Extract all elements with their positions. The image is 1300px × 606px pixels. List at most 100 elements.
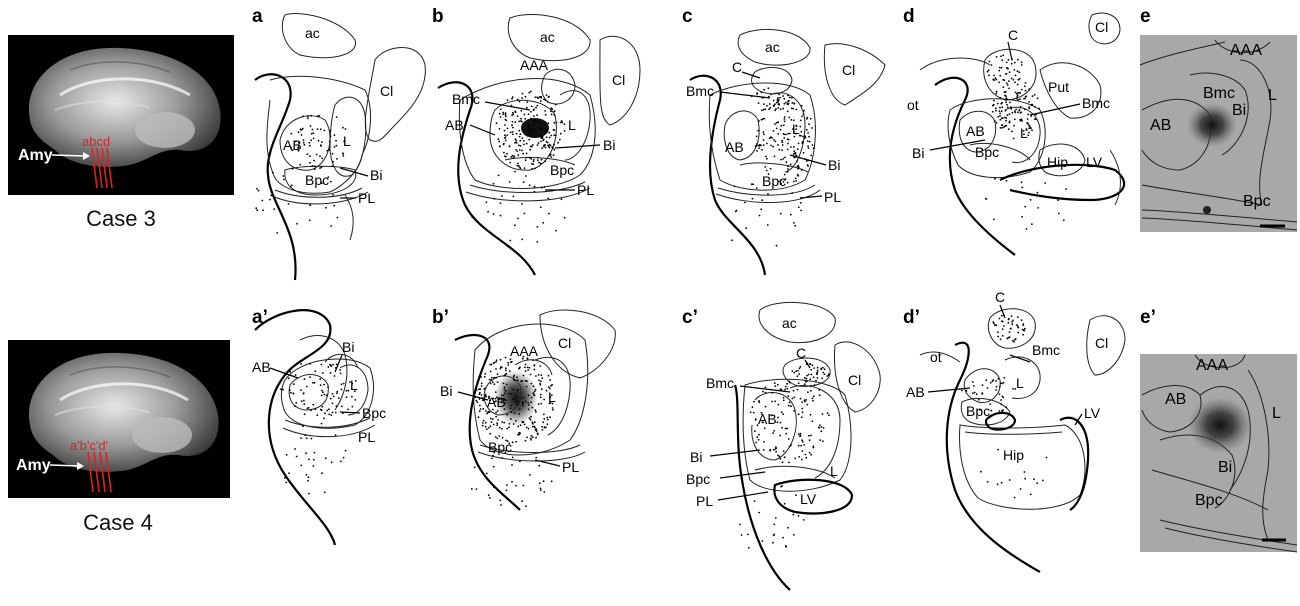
labeled-cell-dot <box>300 362 302 365</box>
labeled-cell-dot <box>340 383 343 386</box>
labeled-cell-dot <box>342 382 345 385</box>
labeled-cell-dot <box>559 121 562 124</box>
labeled-cell-dot <box>308 458 310 461</box>
labeled-cell-dot <box>1027 113 1030 116</box>
labeled-cell-dot <box>999 118 1002 121</box>
labeled-cell-dot <box>1006 103 1008 106</box>
svg-text:ac: ac <box>305 25 320 41</box>
labeled-cell-dot <box>501 436 504 439</box>
labeled-cell-dot <box>526 106 528 109</box>
labeled-cell-dot <box>751 406 754 408</box>
labeled-cell-dot <box>1010 62 1013 65</box>
labeled-cell-dot <box>336 392 338 395</box>
labeled-cell-dot <box>782 124 785 127</box>
panel-e-prime-label-bpc: Bpc <box>1195 492 1223 509</box>
labeled-cell-dot <box>794 457 797 460</box>
svg-text:C: C <box>796 345 806 361</box>
labeled-cell-dot <box>1023 97 1025 100</box>
labeled-cell-dot <box>488 411 491 414</box>
labeled-cell-dot <box>518 149 521 151</box>
labeled-cell-dot <box>524 439 527 442</box>
labeled-cell-dot <box>515 401 517 403</box>
labeled-cell-dot <box>308 141 311 144</box>
labeled-cell-dot <box>337 397 340 399</box>
labeled-cell-dot <box>763 117 766 120</box>
labeled-cell-dot <box>1033 94 1036 96</box>
labeled-cell-dot <box>290 391 292 394</box>
labeled-cell-dot <box>767 173 770 176</box>
labeled-cell-dot <box>1018 77 1021 80</box>
labeled-cell-dot <box>788 401 791 404</box>
labeled-cell-dot <box>341 412 344 415</box>
labeled-cell-dot <box>536 114 538 117</box>
labeled-cell-dot <box>783 137 786 139</box>
labeled-cell-dot <box>327 386 329 388</box>
labeled-cell-dot <box>1024 89 1027 92</box>
labeled-cell-dot <box>335 116 338 118</box>
labeled-cell-dot <box>760 91 763 94</box>
labeled-cell-dot <box>563 130 566 132</box>
labeled-cell-dot <box>307 406 310 409</box>
labeled-cell-dot <box>777 132 780 135</box>
labeled-cell-dot <box>773 139 775 141</box>
labeled-cell-dot <box>515 440 518 443</box>
labeled-cell-dot <box>334 367 337 369</box>
panel-a-prime-label-pl: PL <box>358 429 375 445</box>
labeled-cell-dot <box>801 142 804 145</box>
labeled-cell-dot <box>509 131 512 134</box>
labeled-cell-dot <box>329 135 332 138</box>
labeled-cell-dot <box>1007 318 1010 321</box>
labeled-cell-dot <box>481 422 484 424</box>
labeled-cell-dot <box>776 98 779 100</box>
labeled-cell-dot <box>497 397 500 400</box>
svg-text:AAA: AAA <box>1230 42 1262 59</box>
labeled-cell-dot <box>777 121 780 124</box>
labeled-cell-dot <box>995 380 997 382</box>
labeled-cell-dot <box>540 374 543 376</box>
panel-c: c ac Cl C Bmc AB L Bi Bpc PL <box>682 6 886 276</box>
svg-text:Bpc: Bpc <box>686 471 710 487</box>
labeled-cell-dot <box>819 439 822 441</box>
labeled-cell-dot <box>479 388 482 391</box>
labeled-cell-dot <box>783 102 786 105</box>
labeled-cell-dot <box>552 147 554 150</box>
labeled-cell-dot <box>995 56 998 58</box>
labeled-cell-dot <box>798 367 801 370</box>
labeled-cell-dot <box>493 451 496 454</box>
labeled-cell-dot <box>972 392 974 394</box>
labeled-cell-dot <box>489 432 492 435</box>
labeled-cell-dot <box>826 412 829 414</box>
labeled-cell-dot <box>998 393 1001 396</box>
labeled-cell-dot <box>256 209 259 212</box>
labeled-cell-dot <box>532 385 535 388</box>
labeled-cell-dot <box>995 109 997 112</box>
labeled-cell-dot <box>1003 376 1006 379</box>
labeled-cell-dot <box>999 338 1002 341</box>
labeled-cell-dot <box>795 108 798 111</box>
labeled-cell-dot <box>529 474 531 476</box>
labeled-cell-dot <box>780 179 782 181</box>
labeled-cell-dot <box>791 102 794 104</box>
labeled-cell-dot <box>777 144 779 146</box>
labeled-cell-dot <box>791 397 794 400</box>
labeled-cell-dot <box>755 143 758 146</box>
labeled-cell-dot <box>812 147 815 150</box>
labeled-cell-dot <box>522 402 524 405</box>
labeled-cell-dot <box>303 378 306 380</box>
labeled-cell-dot <box>478 410 481 413</box>
labeled-cell-dot <box>770 144 772 147</box>
labeled-cell-dot <box>347 389 350 392</box>
labeled-cell-dot <box>745 227 748 230</box>
labeled-cell-dot <box>1024 82 1027 84</box>
svg-text:Bi: Bi <box>603 137 615 153</box>
labeled-cell-dot <box>809 384 812 387</box>
labeled-cell-dot <box>763 103 765 105</box>
labeled-cell-dot <box>777 403 780 406</box>
labeled-cell-dot <box>543 418 546 420</box>
labeled-cell-dot <box>557 141 559 144</box>
labeled-cell-dot <box>803 109 805 112</box>
labeled-cell-dot <box>342 153 345 155</box>
panel-e-prime-background <box>1140 354 1297 552</box>
labeled-cell-dot <box>508 442 511 445</box>
svg-text:Bmc: Bmc <box>1082 95 1110 111</box>
